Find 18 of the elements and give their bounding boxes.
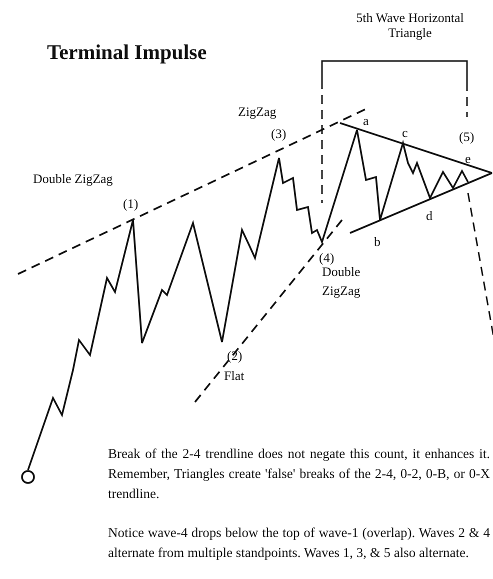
note-text: Break of the 2-4 trendline does not negate this count, it enhances it. Remember, Triangles create 'false' breaks of the 2-4, 0-2, 0-B, or 0-X trendline. bbox=[108, 445, 490, 503]
wave-label: Double ZigZag bbox=[322, 264, 362, 300]
wave-number: (5) bbox=[459, 129, 474, 144]
note-text: Notice wave-4 drops below the top of wave-1 (overlap). Waves 2 & 4 alternate from multiple standpoints. Waves 1, 3, & 5 also alternate. bbox=[108, 524, 490, 562]
wave-number: (4) bbox=[319, 250, 334, 265]
wave-label: Flat bbox=[224, 368, 244, 383]
wave-label: ZigZag bbox=[238, 104, 276, 119]
heading-text: 5th Wave Horizontal Triangle bbox=[355, 10, 465, 40]
wave-label: d bbox=[426, 208, 432, 223]
wave-label: e bbox=[465, 151, 471, 166]
wave-label: c bbox=[402, 125, 408, 140]
wave-label: Double ZigZag bbox=[33, 171, 113, 186]
wave-number: (1) bbox=[123, 196, 138, 211]
wave-label: a bbox=[363, 113, 369, 128]
title: Terminal Impulse bbox=[47, 40, 207, 64]
wave-number: (2) bbox=[227, 348, 242, 363]
wave-number: (3) bbox=[271, 126, 286, 141]
wave-label: b bbox=[374, 234, 380, 249]
